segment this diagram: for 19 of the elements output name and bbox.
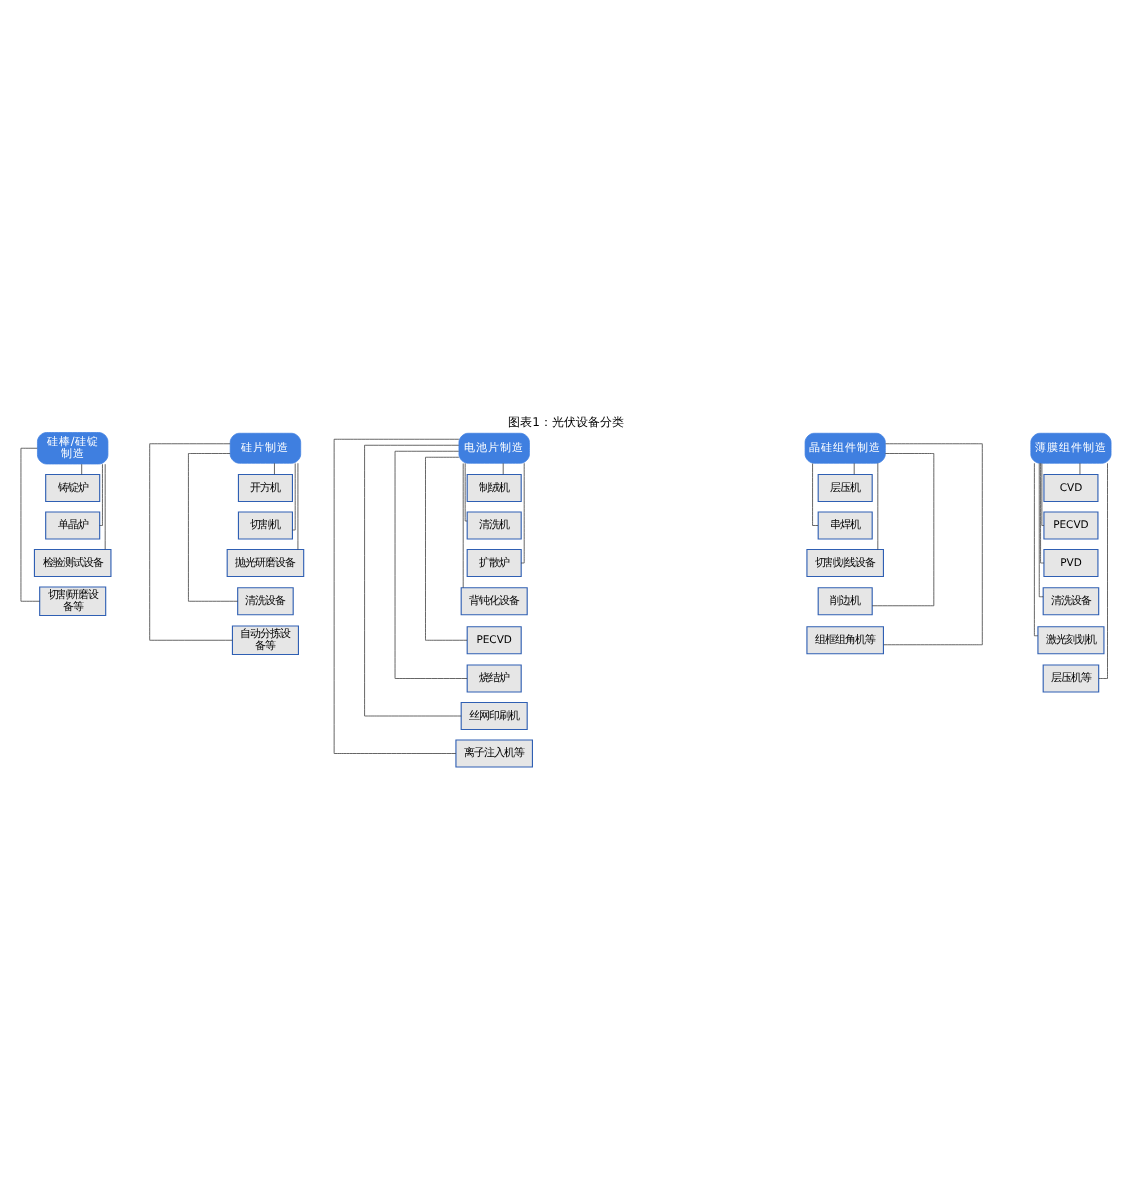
connector (1038, 462, 1044, 598)
connector (333, 438, 460, 754)
connector (364, 444, 462, 717)
connector (149, 443, 233, 641)
connector (871, 453, 935, 607)
connector (99, 463, 103, 526)
connector (274, 462, 275, 475)
connector (1040, 462, 1045, 564)
connector (425, 456, 468, 641)
connector (1098, 463, 1108, 679)
connector (81, 463, 83, 475)
connector (462, 463, 464, 588)
connector (812, 463, 819, 526)
connector (188, 453, 238, 602)
connector (1041, 463, 1045, 526)
connector (883, 443, 983, 646)
connector (1034, 462, 1039, 637)
connector (464, 462, 468, 522)
connector (394, 450, 468, 679)
